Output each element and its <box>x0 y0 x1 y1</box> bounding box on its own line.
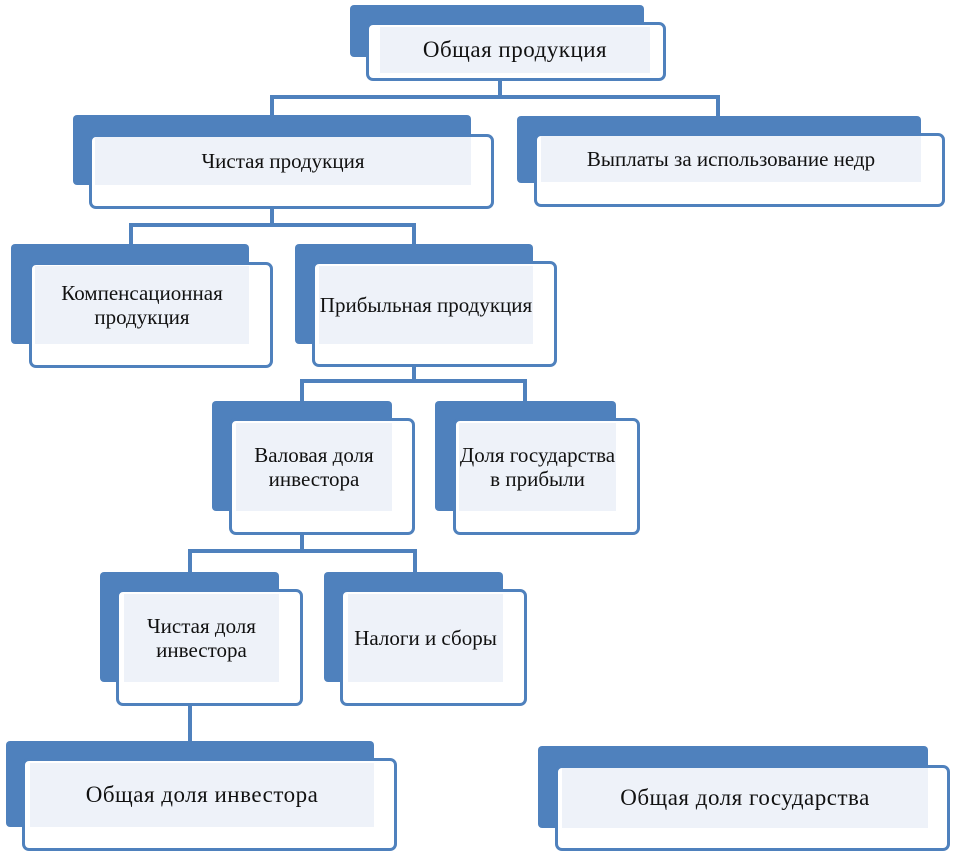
node-investor-net-share: Чистая доля инвестора <box>100 572 303 706</box>
node-profit-production: Прибыльная продукция <box>295 244 557 367</box>
node-subsoil-payments-label: Выплаты за использование недр <box>541 136 921 182</box>
node-investor-gross-share-label: Валовая доля инвестора <box>236 423 392 511</box>
connector-net-to-children <box>129 205 416 244</box>
connector-gross-to-children <box>188 532 417 572</box>
connector-profit-to-children <box>300 363 527 402</box>
node-profit-production-label: Прибыльная продукция <box>319 266 533 344</box>
node-taxes-and-fees-label: Налоги и сборы <box>348 594 503 682</box>
node-net-production: Чистая продукция <box>73 115 494 209</box>
node-state-profit-share-label: Доля государства в прибыли <box>459 423 616 511</box>
node-investor-gross-share: Валовая доля инвестора <box>212 401 415 535</box>
node-state-profit-share: Доля государства в прибыли <box>435 401 640 535</box>
node-compensation-production: Компенсационная продукция <box>11 244 273 368</box>
node-investor-total-share: Общая доля инвестора <box>6 741 397 851</box>
node-subsoil-payments: Выплаты за использование недр <box>517 116 945 207</box>
node-net-production-label: Чистая продукция <box>95 137 471 185</box>
node-taxes-and-fees: Налоги и сборы <box>324 572 527 706</box>
node-total-production: Общая продукция <box>350 5 666 81</box>
connector-total-to-children <box>270 78 720 117</box>
node-investor-total-share-label: Общая доля инвестора <box>30 763 374 827</box>
node-total-production-label: Общая продукция <box>380 27 650 73</box>
node-state-total-share-label: Общая доля государства <box>562 768 928 828</box>
node-state-total-share: Общая доля государства <box>538 746 950 851</box>
node-compensation-production-label: Компенсационная продукция <box>35 266 249 344</box>
node-investor-net-share-label: Чистая доля инвестора <box>124 594 279 682</box>
